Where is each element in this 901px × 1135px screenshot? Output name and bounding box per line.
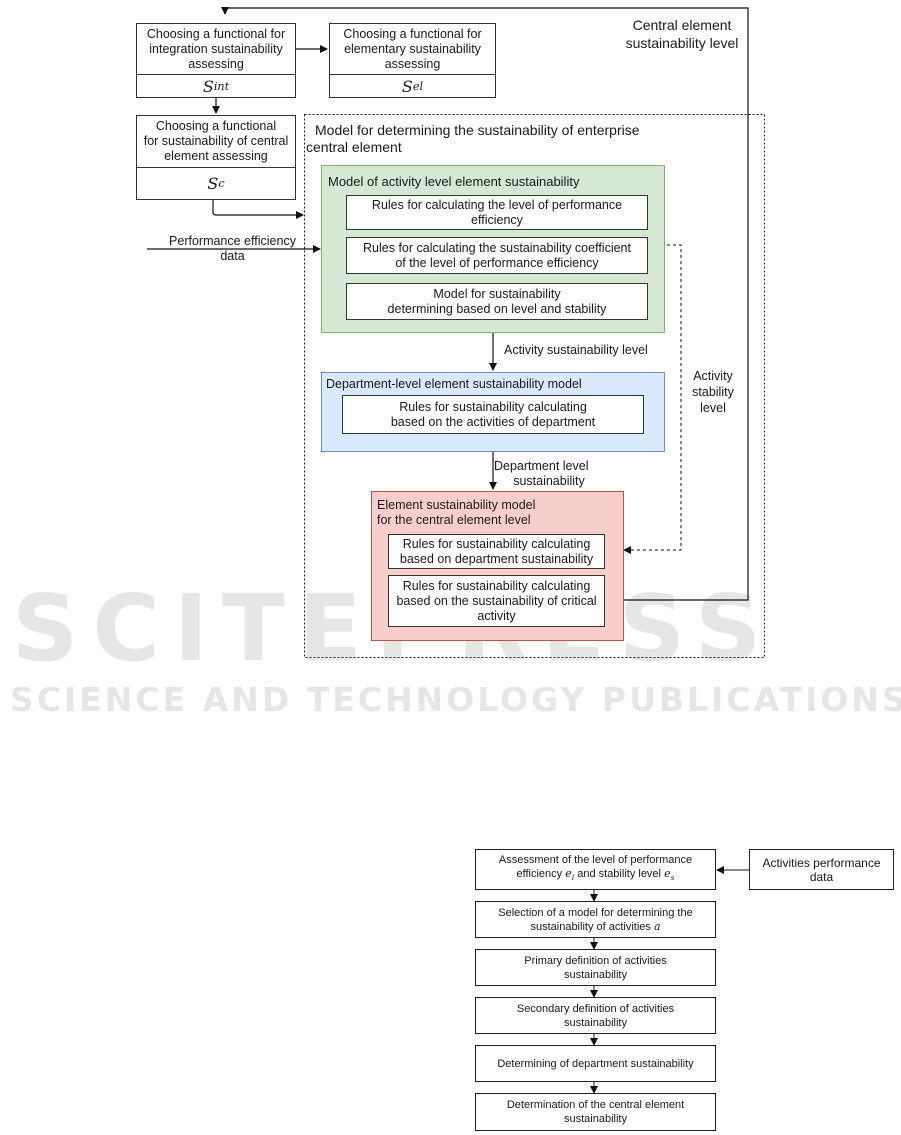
step3-line2: sustainability xyxy=(564,968,627,981)
rule1-line1: Rules for calculating the level of perfo… xyxy=(371,197,623,212)
step-model-selection-box: Selection of a model for determining the… xyxy=(475,901,716,938)
step1-line2: efficiency el and stability level es xyxy=(516,867,674,885)
central-rule2-line3: activity xyxy=(477,608,516,623)
step1-line1: Assessment of the level of performance xyxy=(498,854,693,867)
rule2-line2: of the level of performance efficiency xyxy=(395,255,599,270)
elementary-functional-box: Choosing a functional for elementary sus… xyxy=(329,23,496,74)
central-box-line1: Choosing a functional xyxy=(155,119,277,133)
integration-symbol-letter: S xyxy=(202,76,214,96)
step-department-sustainability-box: Determining of department sustainability xyxy=(475,1045,716,1082)
step1-var1-letter: e xyxy=(565,867,572,881)
step5-text: Determining of department sustainability xyxy=(497,1057,694,1070)
step-central-element-box: Determination of the central element sus… xyxy=(475,1093,716,1131)
department-level-label: Department level sustainability xyxy=(494,459,604,489)
watermark-sub: SCIENCE AND TECHNOLOGY PUBLICATIONS xyxy=(10,680,901,719)
department-rule-line1: Rules for sustainability calculating xyxy=(399,399,587,414)
elementary-box-line3: assessing xyxy=(384,57,441,71)
stability-label-line1: Activity xyxy=(693,369,733,383)
central-level-label-line1: Central element xyxy=(632,17,732,33)
activity-stability-label: Activity stability level xyxy=(684,368,742,416)
central-symbol-sub: c xyxy=(218,177,225,190)
model-title-line2: central element xyxy=(306,139,402,155)
step4-line1: Secondary definition of activities xyxy=(516,1002,675,1015)
central-functional-box: Choosing a functional for sustainability… xyxy=(136,115,296,167)
central-box-line2: for sustainability of central xyxy=(143,134,289,148)
activity-panel-title: Model of activity level element sustaina… xyxy=(328,174,580,189)
department-level-label-line2: sustainability xyxy=(513,474,585,488)
rule2-line1: Rules for calculating the sustainability… xyxy=(363,240,631,255)
input-line1: Activities performance xyxy=(762,855,881,870)
step1-prefix: efficiency xyxy=(516,868,566,881)
step1-mid: and stability level xyxy=(574,868,665,881)
performance-input-label: Performance efficiency data xyxy=(150,234,315,264)
central-level-label: Central element sustainability level xyxy=(612,16,752,52)
stability-label-line2: stability xyxy=(692,385,734,399)
central-rule2-line2: based on the sustainability of critical xyxy=(396,593,597,608)
step-primary-definition-box: Primary definition of activities sustain… xyxy=(475,949,716,986)
elementary-symbol-letter: S xyxy=(401,76,413,96)
model-frame xyxy=(304,114,765,658)
rule-critical-activity-box: Rules for sustainability calculating bas… xyxy=(388,575,605,627)
step1-var2: es xyxy=(664,867,675,883)
department-rule-line2: based on the activities of department xyxy=(390,414,596,429)
step4-line2: sustainability xyxy=(564,1016,627,1029)
step6-line2: sustainability xyxy=(564,1113,627,1125)
step1-var1-sub: l xyxy=(571,873,575,883)
step-secondary-definition-box: Secondary definition of activities susta… xyxy=(475,997,716,1034)
central-panel-title-line1: Element sustainability model xyxy=(377,498,536,512)
elementary-box-line2: elementary sustainability xyxy=(344,42,481,56)
central-rule2-line1: Rules for sustainability calculating xyxy=(402,578,591,593)
stability-label-line3: level xyxy=(700,401,726,415)
rule-sustainability-coefficient-box: Rules for calculating the sustainability… xyxy=(346,237,648,274)
step3-line1: Primary definition of activities xyxy=(524,954,667,967)
integration-symbol-sub: int xyxy=(213,79,230,93)
elementary-box-line1: Choosing a functional for xyxy=(343,27,482,41)
input-line2: data xyxy=(809,869,834,884)
department-panel-title: Department-level element sustainability … xyxy=(326,377,582,391)
central-panel-title-line2: for the central element level xyxy=(377,513,531,527)
step1-var2-sub: s xyxy=(670,873,675,883)
model-level-stability-box: Model for sustainability determining bas… xyxy=(346,283,648,320)
rule-department-activities-box: Rules for sustainability calculating bas… xyxy=(342,395,644,434)
step2-line1: Selection of a model for determining the xyxy=(498,906,693,919)
step-assessment-box: Assessment of the level of performance e… xyxy=(475,849,716,890)
step2-var: a xyxy=(653,919,661,933)
step2-line2: sustainability of activities a xyxy=(530,920,660,934)
elementary-symbol-sub: el xyxy=(412,79,424,93)
rule3-line1: Model for sustainability xyxy=(433,286,561,301)
step1-var1: el xyxy=(565,867,575,883)
integration-box-line2: integration sustainability xyxy=(149,42,283,56)
performance-input-line1: Performance efficiency xyxy=(169,234,296,248)
model-title: Model for determining the sustainability… xyxy=(306,122,761,156)
central-level-label-line2: sustainability level xyxy=(625,35,739,51)
step6-line1: Determination of the central element xyxy=(506,1099,685,1111)
central-panel-title: Element sustainability model for the cen… xyxy=(377,498,535,528)
arrow-c-to-model xyxy=(212,200,304,219)
central-box-line3: element assessing xyxy=(164,149,268,163)
activity-level-label: Activity sustainability level xyxy=(504,343,648,357)
rule3-line2: determining based on level and stability xyxy=(387,301,607,316)
central-symbol-letter: S xyxy=(207,174,219,193)
model-title-line1: Model for determining the sustainability… xyxy=(315,122,640,138)
central-rule1-line2: based on department sustainability xyxy=(399,551,594,566)
feedback-line xyxy=(221,7,749,601)
integration-box-line3: assessing xyxy=(188,57,244,71)
performance-input-line2: data xyxy=(220,249,245,263)
integration-box-line1: Choosing a functional for xyxy=(146,27,286,41)
central-rule1-line1: Rules for sustainability calculating xyxy=(402,536,591,551)
rule-performance-level-box: Rules for calculating the level of perfo… xyxy=(346,195,648,230)
department-level-label-line1: Department level xyxy=(494,459,589,473)
rule1-line2: efficiency xyxy=(471,212,523,227)
step2-prefix: sustainability of activities xyxy=(530,920,654,933)
integration-functional-box: Choosing a functional for integration su… xyxy=(136,23,296,74)
rule-department-sustainability-box: Rules for sustainability calculating bas… xyxy=(388,534,605,569)
activities-performance-data-box: Activities performance data xyxy=(749,849,894,890)
step1-var2-letter: e xyxy=(664,867,671,881)
